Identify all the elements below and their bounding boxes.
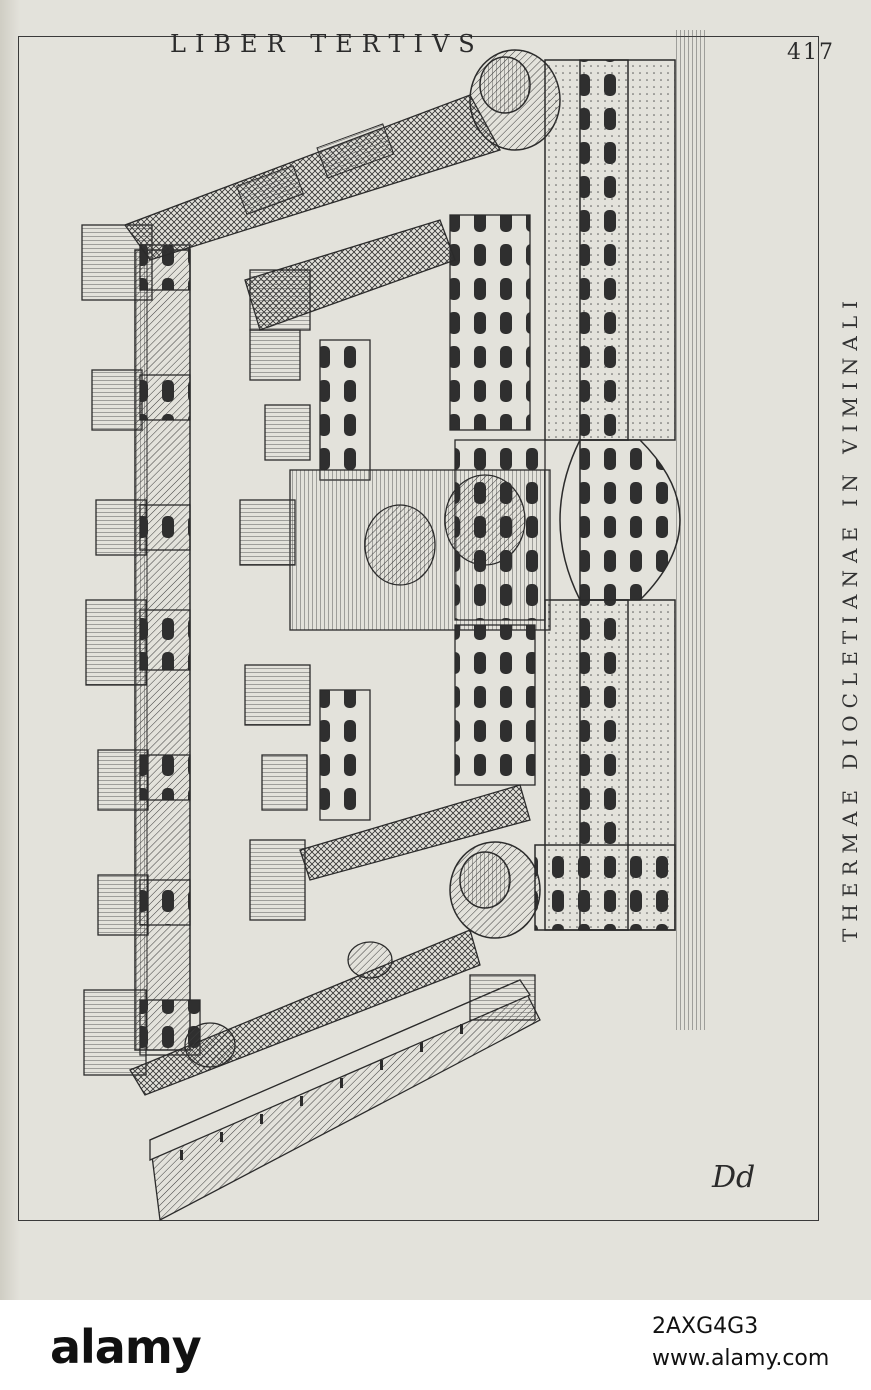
engraving-illustration <box>81 30 705 1222</box>
right-wing <box>544 30 705 1030</box>
watermark-image-id: 2AXG4G3 <box>652 1314 759 1339</box>
book-page: LIBER TERTIVS 417 THERMAE DIOCLETIANAE I… <box>0 0 871 1300</box>
bottom-wall-and-cistern <box>129 929 541 1222</box>
top-wall <box>123 94 501 261</box>
bottom-rotunda <box>449 841 676 939</box>
inner-court-top <box>244 214 531 481</box>
central-exedra <box>559 439 681 601</box>
watermark-logo: alamy <box>50 1320 202 1374</box>
inner-court-bottom <box>244 624 536 921</box>
page-number: 417 <box>787 40 835 65</box>
signature-mark: Dd <box>712 1160 756 1195</box>
top-rotunda <box>469 49 561 151</box>
running-head: LIBER TERTIVS <box>170 30 484 58</box>
side-title: THERMAE DIOCLETIANAE IN VIMINALI <box>838 293 862 943</box>
watermark-url: www.alamy.com <box>652 1346 830 1371</box>
plate-border <box>18 36 819 1221</box>
central-hall <box>239 439 551 631</box>
watermark-bar: alamy 2AXG4G3 www.alamy.com <box>0 1300 871 1390</box>
page-gutter <box>0 0 20 1300</box>
